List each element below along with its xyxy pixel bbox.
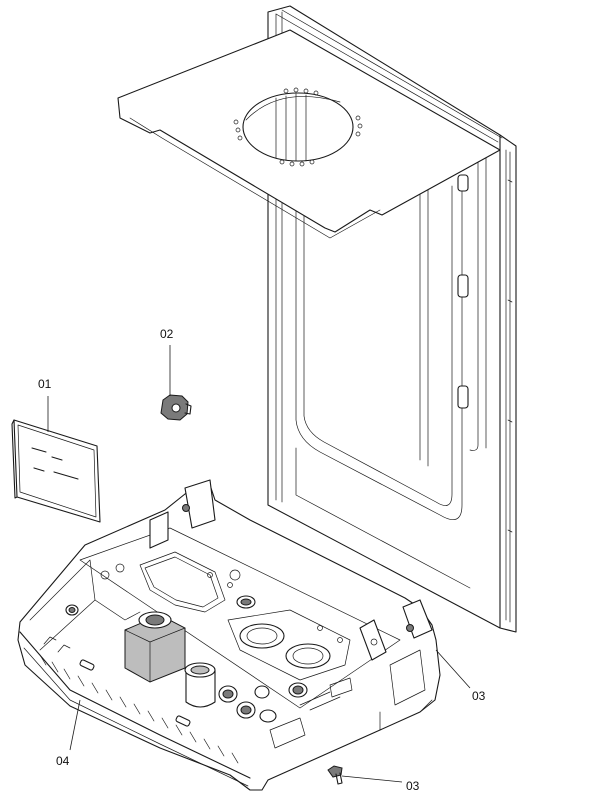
top-plate-holes: [233, 87, 363, 167]
callout-02: 02: [160, 327, 174, 341]
leader-lines: [47, 345, 471, 783]
part-03-screw: [327, 765, 343, 785]
chassis-ports: [65, 563, 343, 723]
callout-03-screw: 03: [406, 779, 420, 793]
front-grille: [39, 654, 239, 764]
callout-03-chassis: 03: [472, 689, 486, 703]
part-04-base-chassis: [17, 479, 441, 791]
callout-01: 01: [38, 377, 52, 391]
part-02-fitting: [160, 394, 192, 421]
callout-04: 04: [56, 754, 70, 768]
callout-labels: 01 02 03 03 04: [38, 327, 486, 793]
part-01-cover-plate: [11, 419, 101, 523]
top-plate: [117, 29, 501, 239]
